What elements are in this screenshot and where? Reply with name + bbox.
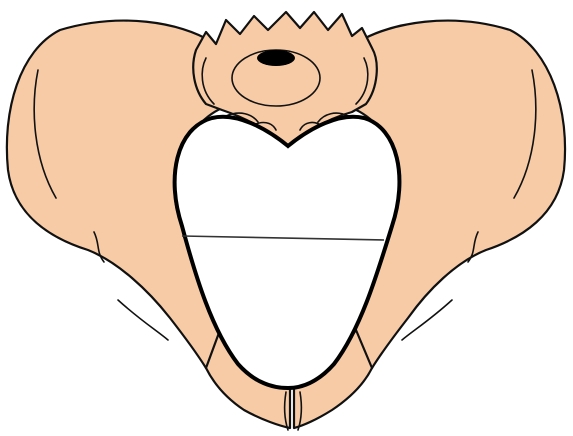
vertebral-foramen [257,50,295,66]
